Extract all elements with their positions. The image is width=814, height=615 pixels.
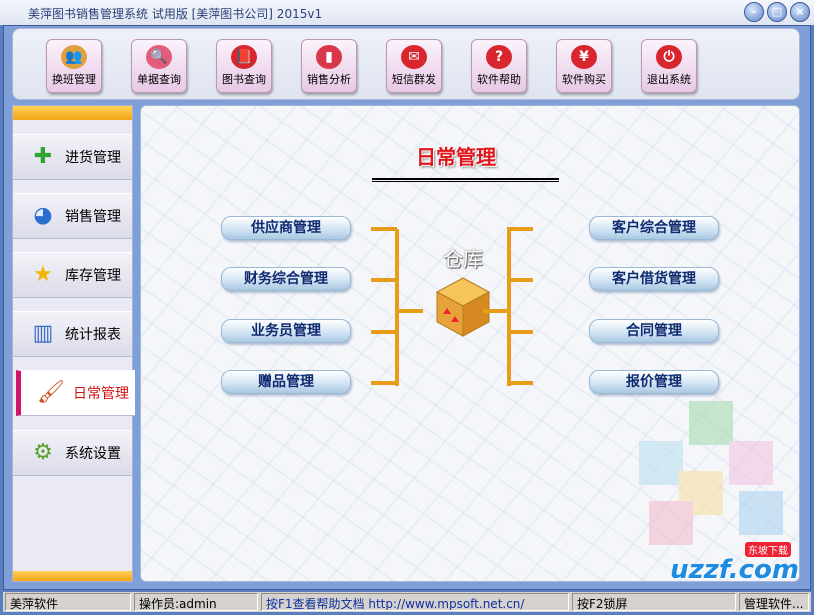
toolbar-button-0[interactable]: 👥 换班管理 bbox=[46, 39, 102, 93]
title-bar: 美萍图书销售管理系统 试用版 [美萍图书公司] 2015v1 – □ × bbox=[0, 0, 814, 25]
right-bracket-tick bbox=[507, 330, 533, 334]
left-bracket-tick bbox=[371, 330, 397, 334]
toolbar-button-5[interactable]: ? 软件帮助 bbox=[471, 39, 527, 93]
toolbar-button-2[interactable]: 📕 图书查询 bbox=[216, 39, 272, 93]
left-module-button-2[interactable]: 业务员管理 bbox=[221, 319, 351, 343]
status-lock-hint: 按F2锁屏 bbox=[572, 593, 736, 611]
sidebar-item-3[interactable]: ▥ 统计报表 bbox=[13, 311, 132, 357]
warehouse-box-icon bbox=[435, 277, 491, 337]
decorative-cubes bbox=[639, 401, 789, 571]
yen-icon: ¥ bbox=[571, 45, 597, 69]
plus-icon: ✚ bbox=[33, 144, 53, 169]
sidebar: ✚ 进货管理 ◕ 销售管理 ★ 库存管理 ▥ 统计报表 🖌 日常管理 ⚙ 系统设置 bbox=[12, 105, 135, 582]
users-icon: 👥 bbox=[61, 45, 87, 69]
sidebar-item-2[interactable]: ★ 库存管理 bbox=[13, 252, 132, 298]
right-module-button-1[interactable]: 客户借货管理 bbox=[589, 267, 719, 291]
toolbar-button-label: 单据查询 bbox=[137, 73, 181, 86]
minimize-button[interactable]: – bbox=[744, 2, 764, 22]
toolbar-button-label: 换班管理 bbox=[52, 73, 96, 86]
right-bracket-tick bbox=[507, 278, 533, 282]
sidebar-item-label: 进货管理 bbox=[65, 150, 121, 166]
toolbar-button-3[interactable]: ▮ 销售分析 bbox=[301, 39, 357, 93]
status-operator: 操作员:admin bbox=[134, 593, 258, 611]
maximize-button[interactable]: □ bbox=[767, 2, 787, 22]
sidebar-item-label: 库存管理 bbox=[65, 268, 121, 284]
title-divider bbox=[372, 178, 559, 182]
help-icon: ? bbox=[486, 45, 512, 69]
toolbar-button-7[interactable]: ⏻ 退出系统 bbox=[641, 39, 697, 93]
toolbar-button-label: 图书查询 bbox=[222, 73, 266, 86]
pie-chart-icon: ◕ bbox=[33, 203, 53, 228]
close-button[interactable]: × bbox=[790, 2, 810, 22]
toolbar-button-1[interactable]: 🔍 单据查询 bbox=[131, 39, 187, 93]
left-module-button-1[interactable]: 财务综合管理 bbox=[221, 267, 351, 291]
status-bar: 美萍软件 操作员:admin 按F1查看帮助文档 http://www.mpso… bbox=[3, 592, 811, 612]
watermark-logo: uzzf.com bbox=[670, 555, 799, 582]
left-module-button-0[interactable]: 供应商管理 bbox=[221, 216, 351, 240]
window-title: 美萍图书销售管理系统 试用版 [美萍图书公司] 2015v1 bbox=[28, 7, 323, 21]
sidebar-bottom-bar bbox=[13, 571, 132, 581]
status-company: 美萍软件 bbox=[5, 593, 131, 611]
sidebar-item-label: 日常管理 bbox=[73, 386, 129, 402]
right-bracket-line bbox=[507, 229, 511, 386]
left-bracket-tick bbox=[371, 278, 397, 282]
brush-icon: 🖌 bbox=[37, 380, 65, 405]
toolbar: 👥 换班管理 🔍 单据查询 📕 图书查询 ▮ 销售分析 ✉ 短信群发? 软件帮助 ¥ 软件购买 ⏻ 退出系统 bbox=[12, 28, 800, 100]
page-title: 日常管理 bbox=[416, 145, 496, 169]
report-bars-icon: ▥ bbox=[32, 321, 54, 346]
right-bracket-tick bbox=[507, 381, 533, 385]
book-icon: 📕 bbox=[231, 45, 257, 69]
toolbar-button-6[interactable]: ¥ 软件购买 bbox=[556, 39, 612, 93]
main-panel: 日常管理 仓库 东坡下载 uzzf.com 供应商管理财务综合管理业务员管理赠品… bbox=[140, 105, 800, 582]
sidebar-item-4[interactable]: 🖌 日常管理 bbox=[16, 370, 135, 416]
left-module-button-3[interactable]: 赠品管理 bbox=[221, 370, 351, 394]
toolbar-button-label: 软件购买 bbox=[562, 73, 606, 86]
right-module-button-0[interactable]: 客户综合管理 bbox=[589, 216, 719, 240]
toolbar-button-label: 软件帮助 bbox=[477, 73, 521, 86]
gear-icon: ⚙ bbox=[33, 440, 53, 465]
right-module-button-2[interactable]: 合同管理 bbox=[589, 319, 719, 343]
power-icon: ⏻ bbox=[656, 45, 682, 69]
left-bracket-tick bbox=[371, 227, 397, 231]
toolbar-button-label: 销售分析 bbox=[307, 73, 351, 86]
watermark-badge: 东坡下载 bbox=[745, 542, 791, 557]
star-icon: ★ bbox=[33, 262, 53, 287]
warehouse-label: 仓库 bbox=[443, 247, 483, 271]
right-bracket-tick bbox=[507, 227, 533, 231]
status-app: 管理软件... bbox=[739, 593, 809, 611]
status-help-link[interactable]: 按F1查看帮助文档 http://www.mpsoft.net.cn/ bbox=[261, 593, 569, 611]
sidebar-item-label: 销售管理 bbox=[65, 209, 121, 225]
toolbar-button-label: 退出系统 bbox=[647, 73, 691, 86]
sidebar-item-0[interactable]: ✚ 进货管理 bbox=[13, 134, 132, 180]
left-bracket-tick bbox=[371, 381, 397, 385]
envelope-icon: ✉ bbox=[401, 45, 427, 69]
toolbar-button-label: 短信群发 bbox=[392, 73, 436, 86]
sidebar-item-label: 系统设置 bbox=[65, 446, 121, 462]
left-bracket-line bbox=[395, 229, 399, 386]
right-module-button-3[interactable]: 报价管理 bbox=[589, 370, 719, 394]
toolbar-button-4[interactable]: ✉ 短信群发 bbox=[386, 39, 442, 93]
sidebar-top-bar bbox=[13, 106, 132, 120]
sidebar-item-label: 统计报表 bbox=[65, 327, 121, 343]
left-bracket-connector bbox=[397, 309, 423, 313]
sidebar-item-1[interactable]: ◕ 销售管理 bbox=[13, 193, 132, 239]
right-bracket-connector bbox=[483, 309, 509, 313]
magnifier-icon: 🔍 bbox=[146, 45, 172, 69]
sidebar-item-5[interactable]: ⚙ 系统设置 bbox=[13, 430, 132, 476]
bar-chart-icon: ▮ bbox=[316, 45, 342, 69]
